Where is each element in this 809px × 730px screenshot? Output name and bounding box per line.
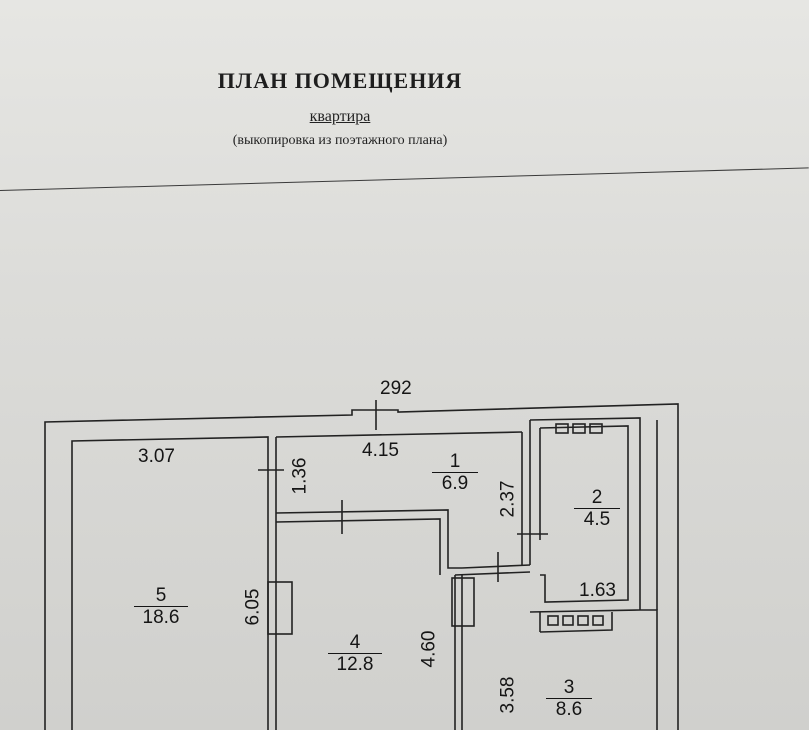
room-number: 1 bbox=[432, 452, 478, 473]
room-3-label: 3 8.6 bbox=[546, 678, 592, 721]
dimension-1-63: 1.63 bbox=[579, 580, 616, 601]
room-number: 5 bbox=[134, 586, 188, 607]
room-area: 12.8 bbox=[336, 654, 374, 675]
room-area: 8.6 bbox=[555, 699, 583, 720]
room-area: 4.5 bbox=[583, 509, 611, 530]
document-subtitle: квартира bbox=[309, 108, 371, 125]
room-2-label: 2 4.5 bbox=[574, 488, 620, 531]
room-1-label: 1 6.9 bbox=[432, 452, 478, 495]
dimension-4-15: 4.15 bbox=[362, 440, 399, 461]
dimension-3-07: 3.07 bbox=[138, 446, 175, 467]
room-number: 4 bbox=[328, 633, 382, 654]
dimension-1-36: 1.36 bbox=[289, 457, 311, 495]
room-area: 6.9 bbox=[441, 473, 469, 494]
dimension-3-58: 3.58 bbox=[497, 676, 519, 714]
document-note: (выкопировка из поэтажного плана) bbox=[232, 133, 448, 148]
room-5-label: 5 18.6 bbox=[134, 586, 188, 629]
dimension-4-60: 4.60 bbox=[418, 630, 440, 668]
document-title: ПЛАН ПОМЕЩЕНИЯ bbox=[217, 68, 463, 93]
dimension-6-05: 6.05 bbox=[242, 588, 264, 626]
room-number: 3 bbox=[546, 678, 592, 699]
room-number: 2 bbox=[574, 488, 620, 509]
dimension-292: 292 bbox=[380, 378, 412, 399]
dimension-2-37: 2.37 bbox=[497, 480, 519, 518]
room-area: 18.6 bbox=[142, 607, 180, 628]
room-4-label: 4 12.8 bbox=[328, 633, 382, 676]
